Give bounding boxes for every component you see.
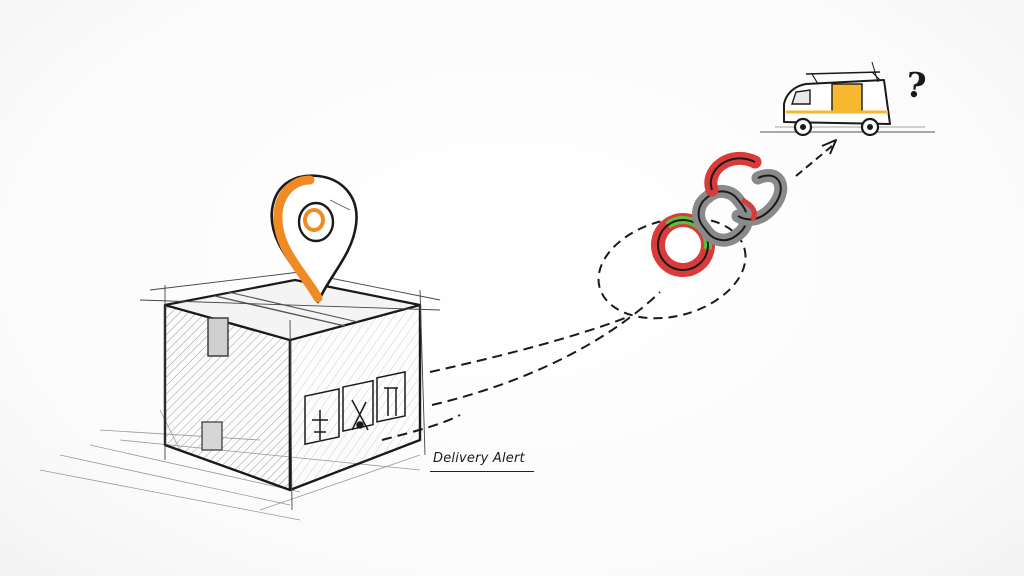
dashed-connection-lines xyxy=(381,291,661,441)
label-underline xyxy=(430,471,534,472)
question-mark-icon: ? xyxy=(903,65,928,107)
handling-symbols xyxy=(304,371,406,446)
arrow-to-van xyxy=(795,139,837,177)
package-box-icon xyxy=(139,271,441,511)
map-pin-icon xyxy=(270,174,358,304)
delivery-alert-label: Delivery Alert xyxy=(433,451,525,466)
chain-highlight-ring xyxy=(597,216,747,320)
broken-chain-link-icon xyxy=(651,151,788,277)
delivery-van-icon xyxy=(760,61,935,137)
